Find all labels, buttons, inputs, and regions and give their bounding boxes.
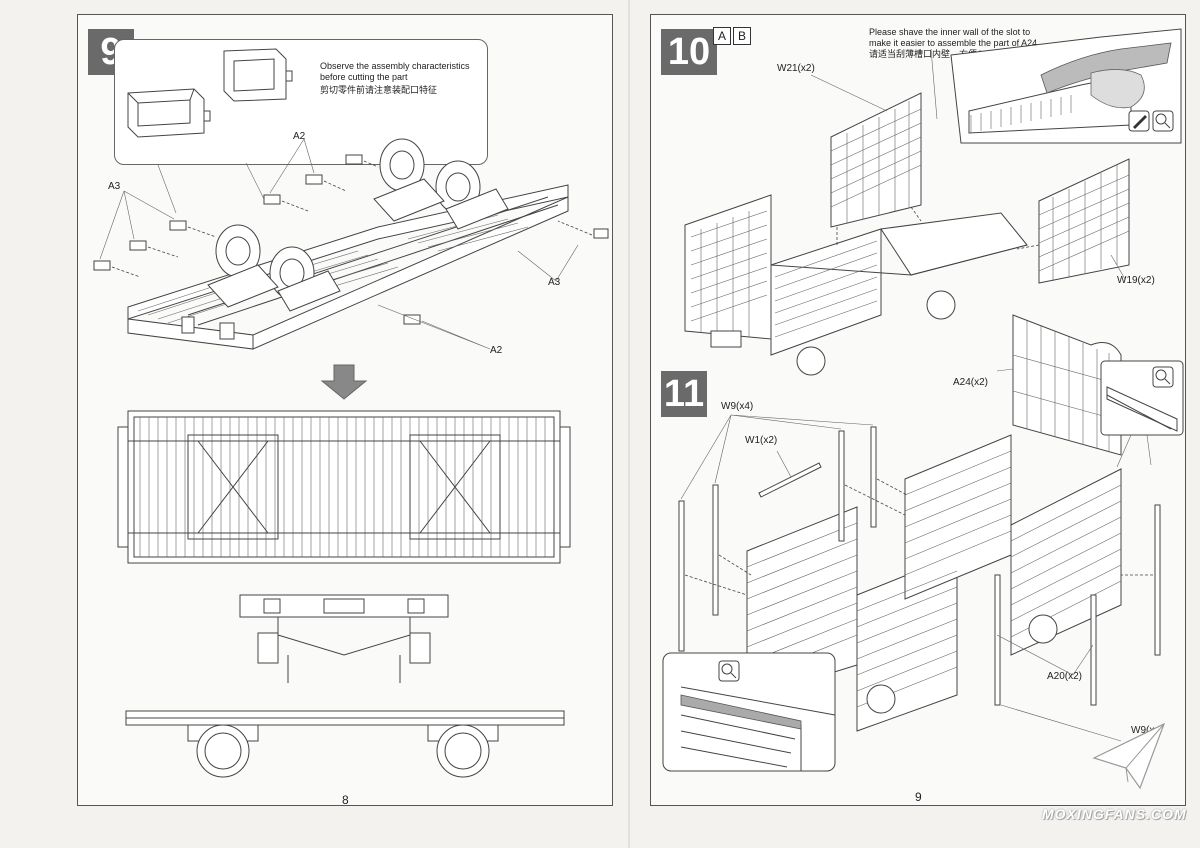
corner-detail-callout [662, 652, 836, 772]
step-10-letter-a: A [713, 27, 731, 45]
shave-note-zh: 请适当刮薄槽口内壁，方便A24零件装配 [869, 49, 1030, 59]
step-10-badge: 10 [661, 29, 717, 75]
label-a24: A24(x2) [953, 377, 989, 388]
part-w9-stakes [678, 426, 1161, 656]
paper-plane-logo [1092, 722, 1166, 790]
wheelset-rear [373, 138, 509, 230]
part-w1-rail [758, 462, 822, 498]
callout-note-zh: 剪切零件前请注意装配口特征 [320, 85, 438, 95]
right-page: 10 A B Please shave the inner wall of th… [650, 14, 1186, 806]
label-w1: W1(x2) [745, 435, 778, 446]
step-10-11-drawings [684, 28, 1182, 376]
watermark-text: MOXINGFANS.COM [1042, 806, 1187, 822]
part-a3-pieces [93, 220, 609, 278]
step-10-letter-b: B [733, 27, 751, 45]
step-10-wagon [684, 194, 1028, 376]
left-page: 9 Observe the assembly characteristics b… [77, 14, 613, 807]
page-number-left: 8 [342, 793, 349, 807]
down-arrow-icon [320, 364, 368, 400]
label-w9-top: W9(x4) [721, 401, 754, 412]
part-a20-stakes [994, 574, 1097, 706]
step-9-drawings [93, 48, 609, 778]
book-spine [628, 0, 630, 848]
callout-part-large [223, 48, 293, 102]
label-a20: A20(x2) [1047, 671, 1083, 682]
step-11-badge: 11 [661, 371, 707, 417]
label-w19: W19(x2) [1117, 275, 1155, 286]
part-w21-panel [830, 92, 922, 245]
callout-part-small [127, 88, 211, 138]
part-w19-panel [1016, 158, 1130, 284]
shave-detail-callout [950, 28, 1182, 144]
callout-note-en: Observe the assembly characteristics bef… [320, 61, 470, 82]
step-11-drawings [662, 314, 1184, 772]
label-a3-right: A3 [548, 277, 561, 288]
wheelset-front [207, 224, 341, 312]
label-w21: W21(x2) [777, 63, 815, 74]
shave-note-en: Please shave the inner wall of the slot … [869, 27, 1038, 48]
chassis-side-view [125, 710, 565, 778]
page-number-right: 9 [915, 790, 922, 804]
label-a2-top: A2 [293, 131, 306, 142]
label-a2-bottom: A2 [490, 345, 503, 356]
label-a3-left: A3 [108, 181, 121, 192]
step-11-wagon [746, 434, 1122, 732]
magnifier-icon [1152, 110, 1174, 132]
part-a2-pieces [263, 154, 421, 325]
label-w9-bottom: W9(x [1131, 725, 1155, 736]
chassis-end-view [239, 594, 449, 683]
slot-detail-callout [1100, 360, 1184, 436]
chassis-plan-view [117, 410, 571, 564]
knife-icon [1128, 110, 1150, 132]
